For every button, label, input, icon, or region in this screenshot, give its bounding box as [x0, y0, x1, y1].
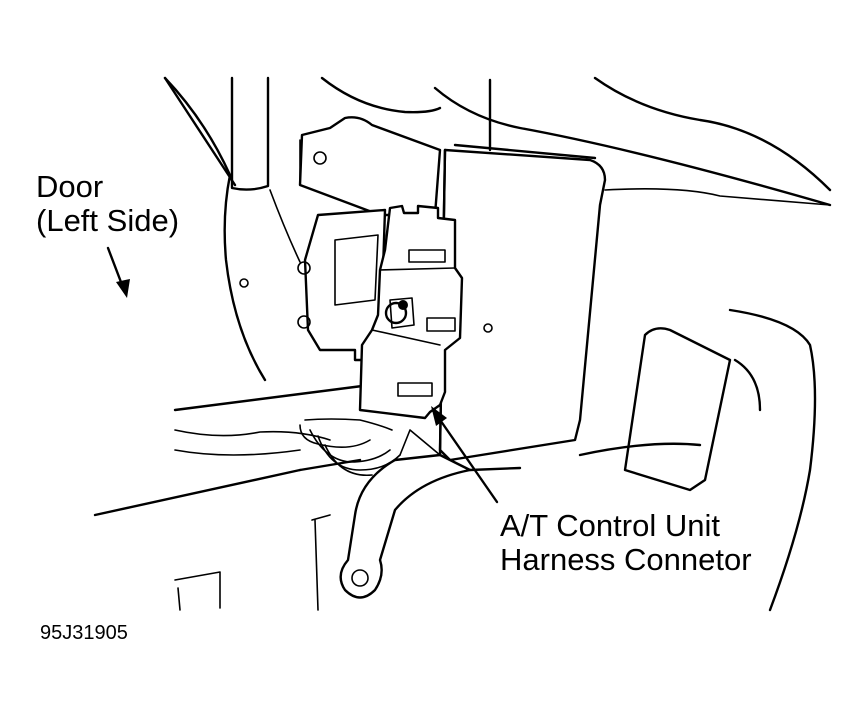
right-panel — [623, 308, 817, 612]
lower-bracket — [174, 453, 472, 611]
door-panel — [163, 76, 301, 382]
mounting-bracket — [298, 116, 442, 217]
body-upper-curves — [320, 76, 832, 207]
callout-label-line1: A/T Control Unit — [500, 508, 720, 543]
callout-arrow — [431, 406, 499, 504]
callout-label-line2: Harness Connetor — [500, 542, 752, 577]
harness-connector — [358, 204, 464, 420]
door-arrow — [106, 246, 130, 298]
door-label: Door (Left Side) — [36, 170, 179, 238]
control-unit-box — [438, 143, 607, 462]
relay-bracket — [239, 208, 387, 362]
door-label-line1: Door — [36, 169, 104, 204]
door-label-line2: (Left Side) — [36, 203, 180, 238]
wire-bundle — [299, 418, 441, 477]
figure-id: 95J31905 — [40, 622, 128, 644]
connector-callout-label: A/T Control Unit Harness Connetor — [500, 509, 752, 577]
